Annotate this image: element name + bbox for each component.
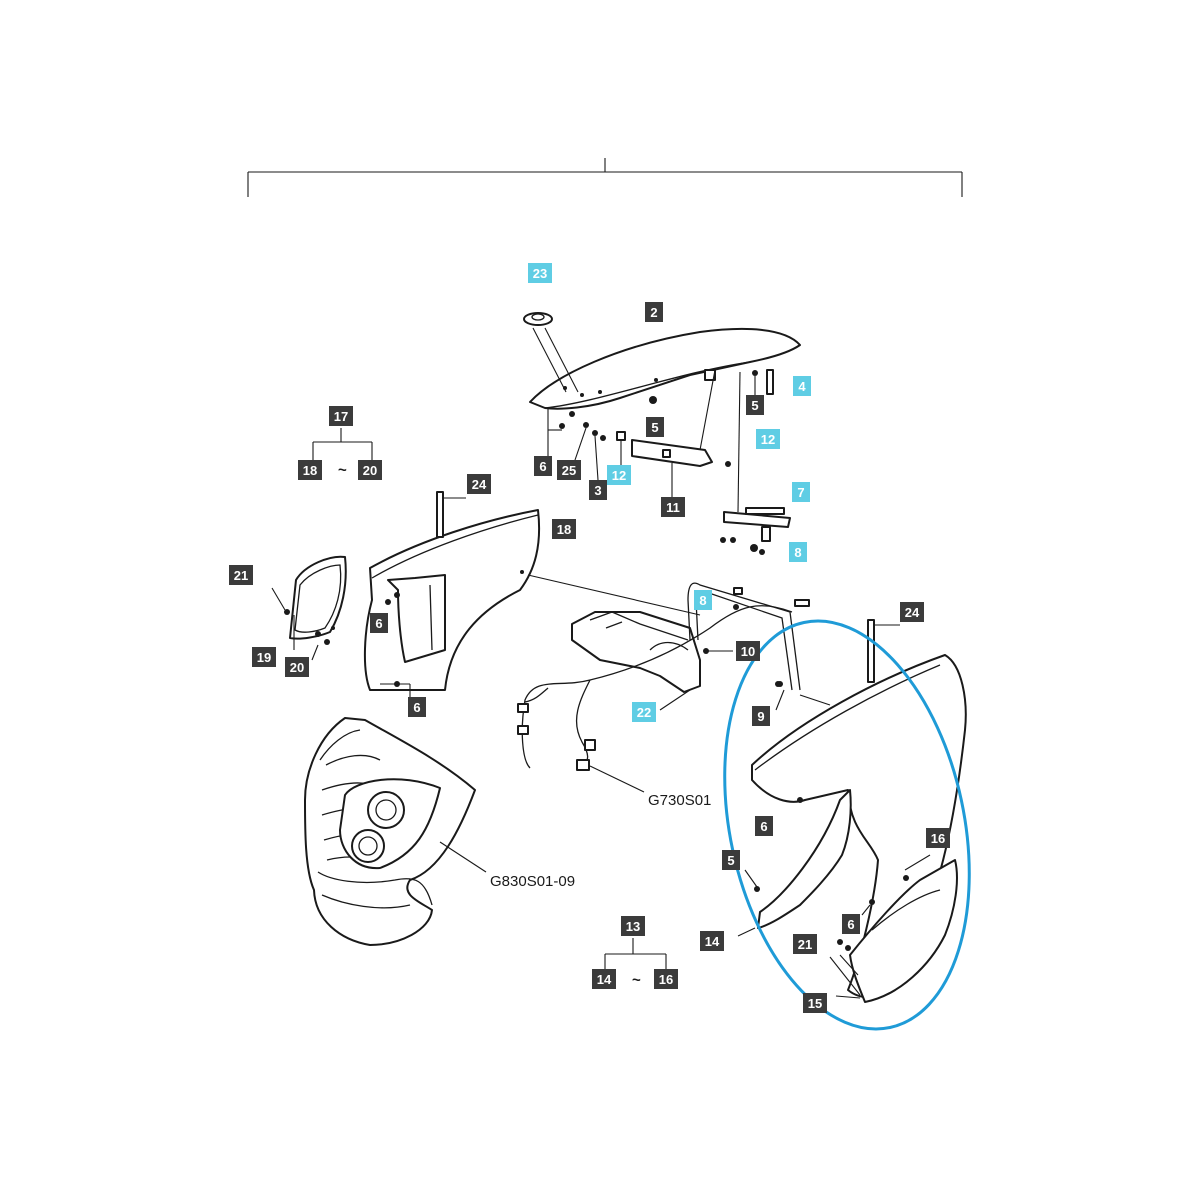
range-bracket-13 xyxy=(604,938,667,970)
callout-18: 18 xyxy=(552,519,576,539)
callout-20: 20 xyxy=(285,657,309,677)
svg-text:5: 5 xyxy=(727,853,734,868)
callout-17: 17 xyxy=(329,406,353,426)
svg-text:6: 6 xyxy=(847,917,854,932)
callout-24: 24 xyxy=(900,602,924,622)
svg-text:23: 23 xyxy=(533,266,547,281)
under-cover xyxy=(571,611,701,711)
svg-text:21: 21 xyxy=(798,937,812,952)
callout-8: 8 xyxy=(694,590,712,610)
callout-9: 9 xyxy=(752,706,770,726)
callout-15: 15 xyxy=(803,993,827,1013)
svg-text:2: 2 xyxy=(650,305,657,320)
svg-text:16: 16 xyxy=(659,972,673,987)
svg-text:5: 5 xyxy=(751,398,758,413)
svg-text:20: 20 xyxy=(363,463,377,478)
top-bracket xyxy=(247,158,963,197)
right-side-panel xyxy=(737,619,967,1003)
fuel-cap xyxy=(523,312,579,393)
callout-5: 5 xyxy=(722,850,740,870)
range-tilde-17: ~ xyxy=(338,462,347,479)
hood-support-bracket xyxy=(631,369,741,513)
svg-text:19: 19 xyxy=(257,650,271,665)
svg-text:14: 14 xyxy=(705,934,720,949)
callout-25: 25 xyxy=(557,460,581,480)
svg-text:5: 5 xyxy=(651,420,658,435)
highlight-ellipse xyxy=(723,619,971,1031)
svg-text:18: 18 xyxy=(303,463,317,478)
svg-text:14: 14 xyxy=(597,972,612,987)
callout-12: 12 xyxy=(756,429,780,449)
hood-hinge xyxy=(720,507,791,555)
svg-text:6: 6 xyxy=(539,459,546,474)
callout-13: 13 xyxy=(621,916,645,936)
callout-14: 14 xyxy=(700,931,724,951)
callout-16: 16 xyxy=(654,969,678,989)
svg-text:6: 6 xyxy=(413,700,420,715)
svg-text:16: 16 xyxy=(931,831,945,846)
hood-bolt xyxy=(766,369,774,395)
svg-text:6: 6 xyxy=(375,616,382,631)
svg-text:8: 8 xyxy=(699,593,706,608)
callout-labels: 23 2 4 5 5 12 12 6 25 3 11 7 8 17 18 20 … xyxy=(229,263,950,1013)
callout-19: 19 xyxy=(252,647,276,667)
range-bracket-17 xyxy=(312,428,373,460)
svg-text:12: 12 xyxy=(761,432,775,447)
svg-text:13: 13 xyxy=(626,919,640,934)
callout-10: 10 xyxy=(736,641,760,661)
left-side-panel xyxy=(363,491,701,700)
callout-6: 6 xyxy=(842,914,860,934)
svg-text:20: 20 xyxy=(290,660,304,675)
svg-text:12: 12 xyxy=(612,468,626,483)
callout-24: 24 xyxy=(467,474,491,494)
callout-14: 14 xyxy=(592,969,616,989)
callout-21: 21 xyxy=(793,934,817,954)
callout-16: 16 xyxy=(926,828,950,848)
callout-5: 5 xyxy=(646,417,664,437)
svg-text:4: 4 xyxy=(798,379,806,394)
callout-6: 6 xyxy=(534,456,552,476)
callout-12: 12 xyxy=(607,465,631,485)
callout-5: 5 xyxy=(746,395,764,415)
svg-text:21: 21 xyxy=(234,568,248,583)
svg-text:6: 6 xyxy=(760,819,767,834)
svg-text:17: 17 xyxy=(334,409,348,424)
callout-20: 20 xyxy=(358,460,382,480)
callout-4: 4 xyxy=(793,376,811,396)
svg-text:7: 7 xyxy=(797,485,804,500)
svg-text:3: 3 xyxy=(594,483,601,498)
svg-text:25: 25 xyxy=(562,463,576,478)
wiring-harness xyxy=(517,605,793,793)
callout-8: 8 xyxy=(789,542,807,562)
hood-top-panel xyxy=(529,327,801,410)
svg-text:24: 24 xyxy=(472,477,487,492)
svg-text:22: 22 xyxy=(637,705,651,720)
callout-6: 6 xyxy=(370,613,388,633)
svg-text:10: 10 xyxy=(741,644,755,659)
callout-6: 6 xyxy=(755,816,773,836)
range-tilde-13: ~ xyxy=(632,972,641,989)
svg-text:9: 9 xyxy=(757,709,764,724)
svg-text:24: 24 xyxy=(905,605,920,620)
svg-text:8: 8 xyxy=(794,545,801,560)
callout-7: 7 xyxy=(792,482,810,502)
callout-2: 2 xyxy=(645,302,663,322)
callout-6: 6 xyxy=(408,697,426,717)
svg-text:18: 18 xyxy=(557,522,571,537)
harness-reference: G730S01 xyxy=(648,792,711,809)
svg-text:15: 15 xyxy=(808,996,822,1011)
callout-3: 3 xyxy=(589,480,607,500)
callout-11: 11 xyxy=(661,497,685,517)
callout-22: 22 xyxy=(632,702,656,722)
svg-text:11: 11 xyxy=(666,500,680,515)
side-cover-19 xyxy=(271,555,347,661)
front-grille-assembly xyxy=(304,717,487,946)
callout-18: 18 xyxy=(298,460,322,480)
callout-23: 23 xyxy=(528,263,552,283)
callout-21: 21 xyxy=(229,565,253,585)
grille-reference: G830S01-09 xyxy=(490,873,575,890)
